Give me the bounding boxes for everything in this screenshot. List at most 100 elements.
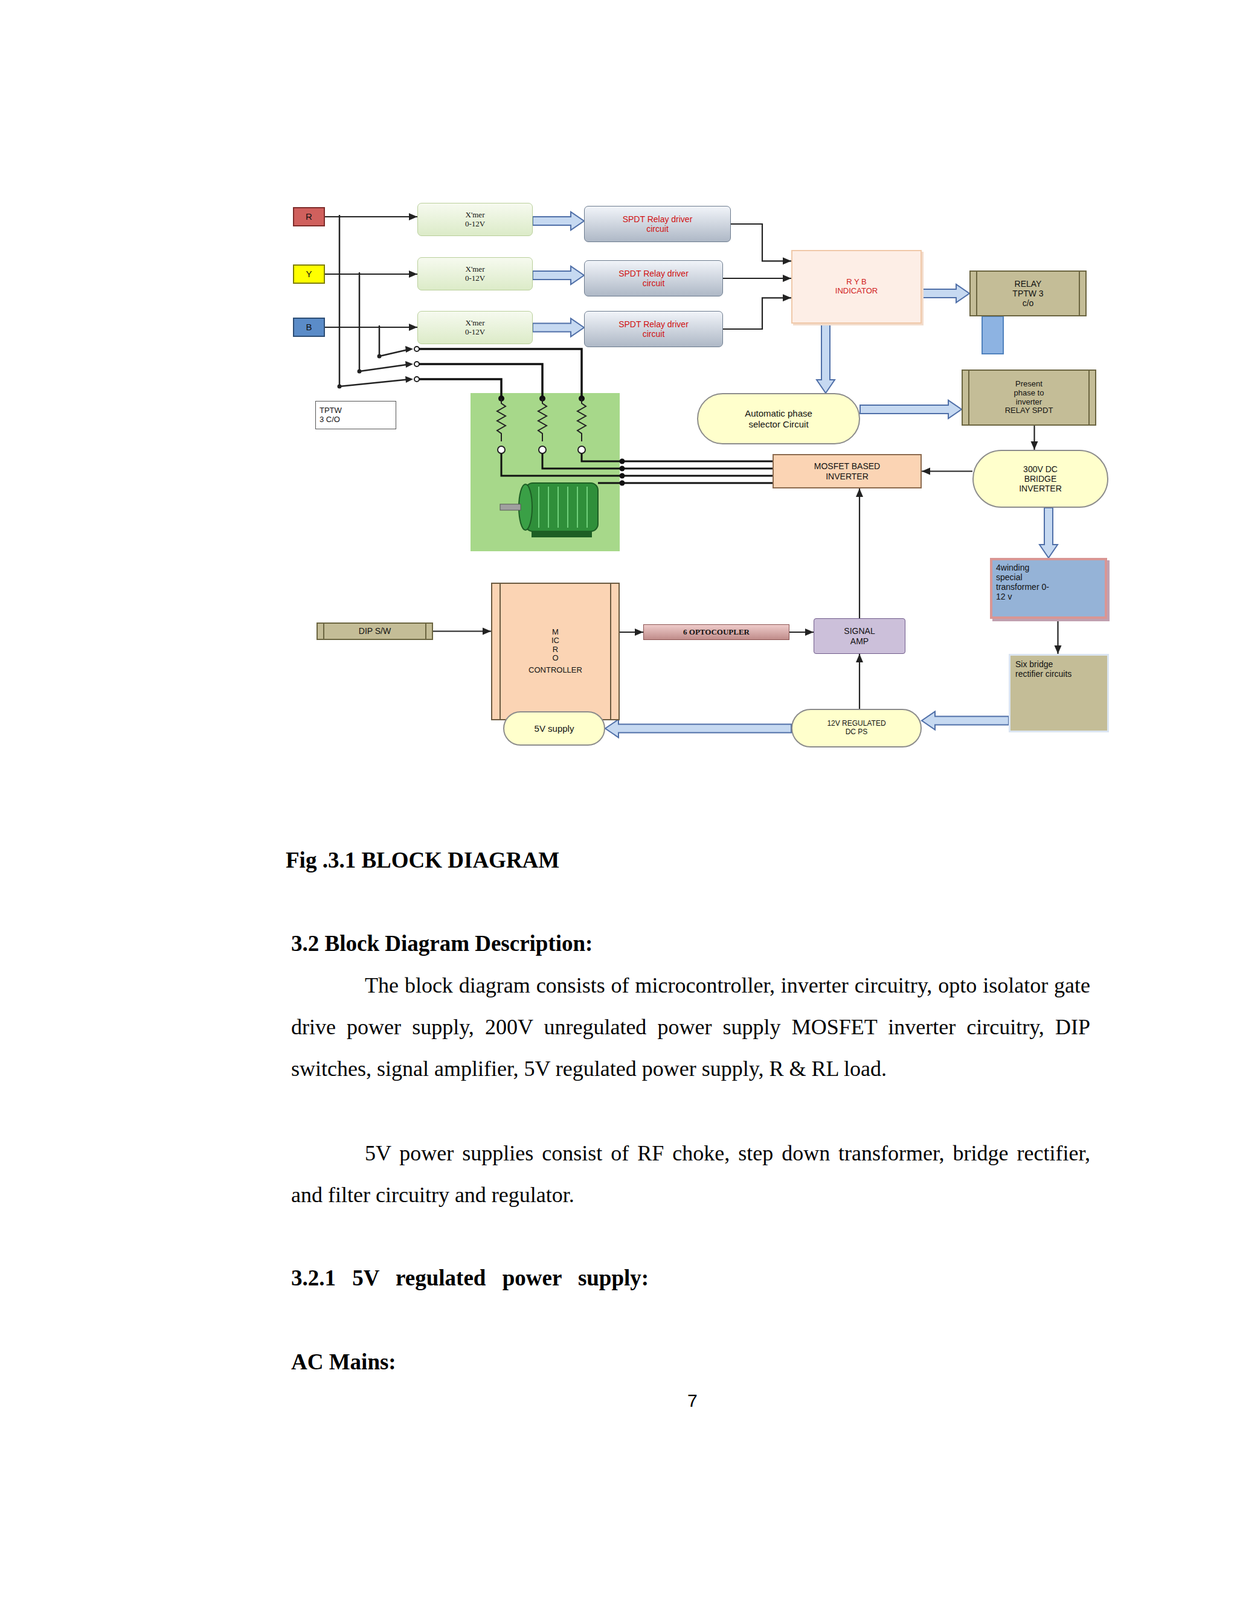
resistor-symbol (497, 398, 506, 442)
connector (855, 488, 864, 619)
switch-heads (337, 346, 414, 389)
connector (722, 294, 792, 330)
node-text: R (305, 211, 313, 222)
text-group: MICRO CONTROLLER (528, 628, 583, 676)
connector-line (433, 630, 492, 632)
node-text: 12V REGULATED DC PS (825, 719, 889, 737)
optocoupler-box: 6 OPTOCOUPLER (643, 624, 790, 641)
phase-wire (358, 272, 361, 372)
inverter-wire (501, 453, 773, 476)
connector (605, 719, 792, 739)
terminal (538, 446, 547, 454)
motor-background (470, 393, 620, 552)
connector (619, 628, 644, 637)
feed-wire (419, 379, 502, 399)
paragraph-heading: AC Mains: (291, 1349, 1137, 1376)
arrowhead (408, 323, 418, 331)
phase-input-box: B (292, 317, 325, 338)
transformer-box: X'mer0-12V (417, 202, 533, 237)
body-paragraph: 5V power supplies consist of RF choke, s… (291, 1133, 1091, 1217)
text-group: SIGNAL AMP (838, 626, 881, 646)
block-arrow (921, 712, 1009, 731)
node-text: B (305, 321, 312, 333)
fin (547, 486, 550, 528)
winding-terminals (497, 446, 586, 454)
connector (730, 224, 792, 265)
inverter-wire-dots (619, 459, 626, 487)
text-group: B (305, 321, 312, 333)
connector (1039, 507, 1058, 559)
winding-resistors (497, 398, 586, 442)
text-group: Six bridge rectifier circuits (1015, 659, 1073, 679)
phase-wires (339, 215, 411, 387)
block-arrow (1039, 507, 1058, 559)
motor-shaft (500, 504, 521, 511)
block-arrow (532, 212, 585, 231)
connector (532, 266, 585, 285)
connector (1054, 619, 1062, 655)
arrowhead (1031, 441, 1039, 450)
fin (586, 486, 588, 528)
text-group: RELAY TPTW 3 c/o (1006, 279, 1050, 309)
block-arrow (921, 284, 970, 303)
relay-box: RELAY TPTW 3 c/o (969, 270, 1087, 317)
node-text: SPDT Relay driver circuit (614, 319, 693, 339)
node-text: Present phase to inverter RELAY SPDT (1004, 379, 1054, 417)
rectifier-box: Six bridge rectifier circuits (1008, 654, 1109, 733)
text-group: X'mer0-12V (465, 318, 486, 338)
connector-line (324, 273, 418, 275)
connector (532, 318, 585, 338)
text-group: DIP S/W (358, 626, 391, 637)
switch-arm (339, 379, 411, 387)
connector (921, 284, 970, 303)
page-number: 7 (687, 1390, 724, 1413)
node-text: X'mer (465, 210, 486, 220)
block-arrow (816, 323, 835, 394)
switch-arrowhead (405, 346, 414, 353)
controller-box: MICRO CONTROLLER (491, 582, 620, 721)
fin (557, 486, 559, 528)
block-arrow (532, 318, 585, 338)
node-text: 4winding special transformer 0-12 v (996, 562, 1057, 602)
text-group: Automatic phase selector Circuit (733, 408, 824, 430)
relay-driver-box: SPDT Relay driver circuit (584, 311, 723, 348)
connector (921, 468, 973, 476)
node-text: MICRO (551, 628, 560, 663)
supply-ellipse: 5V supply (503, 711, 606, 746)
text-group: 5V supply (534, 723, 575, 734)
motor-base (531, 531, 592, 538)
pivot-dot (337, 384, 342, 389)
switch-arm (359, 364, 411, 372)
fin (538, 486, 540, 528)
node-text: 0-12V (465, 327, 486, 338)
text-group: Present phase to inverter RELAY SPDT (1004, 379, 1054, 417)
arrowhead (408, 213, 418, 221)
node-text: CONTROLLER (528, 666, 583, 676)
node-text: 0-12V (465, 274, 486, 284)
connector (324, 270, 418, 278)
contact (414, 376, 420, 382)
node-text: SPDT Relay driver circuit (614, 268, 693, 289)
supply-ellipse: 300V DC BRIDGE INVERTER (972, 449, 1109, 508)
text-group: 6 OPTOCOUPLER (683, 628, 750, 638)
contact (414, 361, 420, 367)
node-text: X'mer (465, 265, 486, 275)
arrowhead (855, 654, 864, 663)
switch-label-box: TPTW 3 C/O (315, 401, 397, 430)
transformer-box: X'mer0-12V (417, 257, 533, 291)
node-text: RELAY TPTW 3 c/o (1006, 279, 1050, 309)
section-heading: 3.2 Block Diagram Description: (291, 930, 1137, 958)
connector (789, 628, 814, 637)
inverter-wire (581, 453, 773, 462)
figure-caption: Fig .3.1 BLOCK DIAGRAM (285, 847, 1132, 874)
pivot-dot (357, 369, 362, 374)
block-arrow (860, 400, 962, 419)
motor-body (525, 483, 598, 532)
connector-line (730, 224, 792, 261)
indicator-box: R Y B INDICATOR (791, 250, 922, 324)
switch-contacts (414, 346, 420, 382)
node-text: 300V DC BRIDGE INVERTER (1013, 464, 1068, 494)
text-group: 300V DC BRIDGE INVERTER (1013, 464, 1068, 494)
node-text: SPDT Relay driver circuit (618, 214, 698, 234)
